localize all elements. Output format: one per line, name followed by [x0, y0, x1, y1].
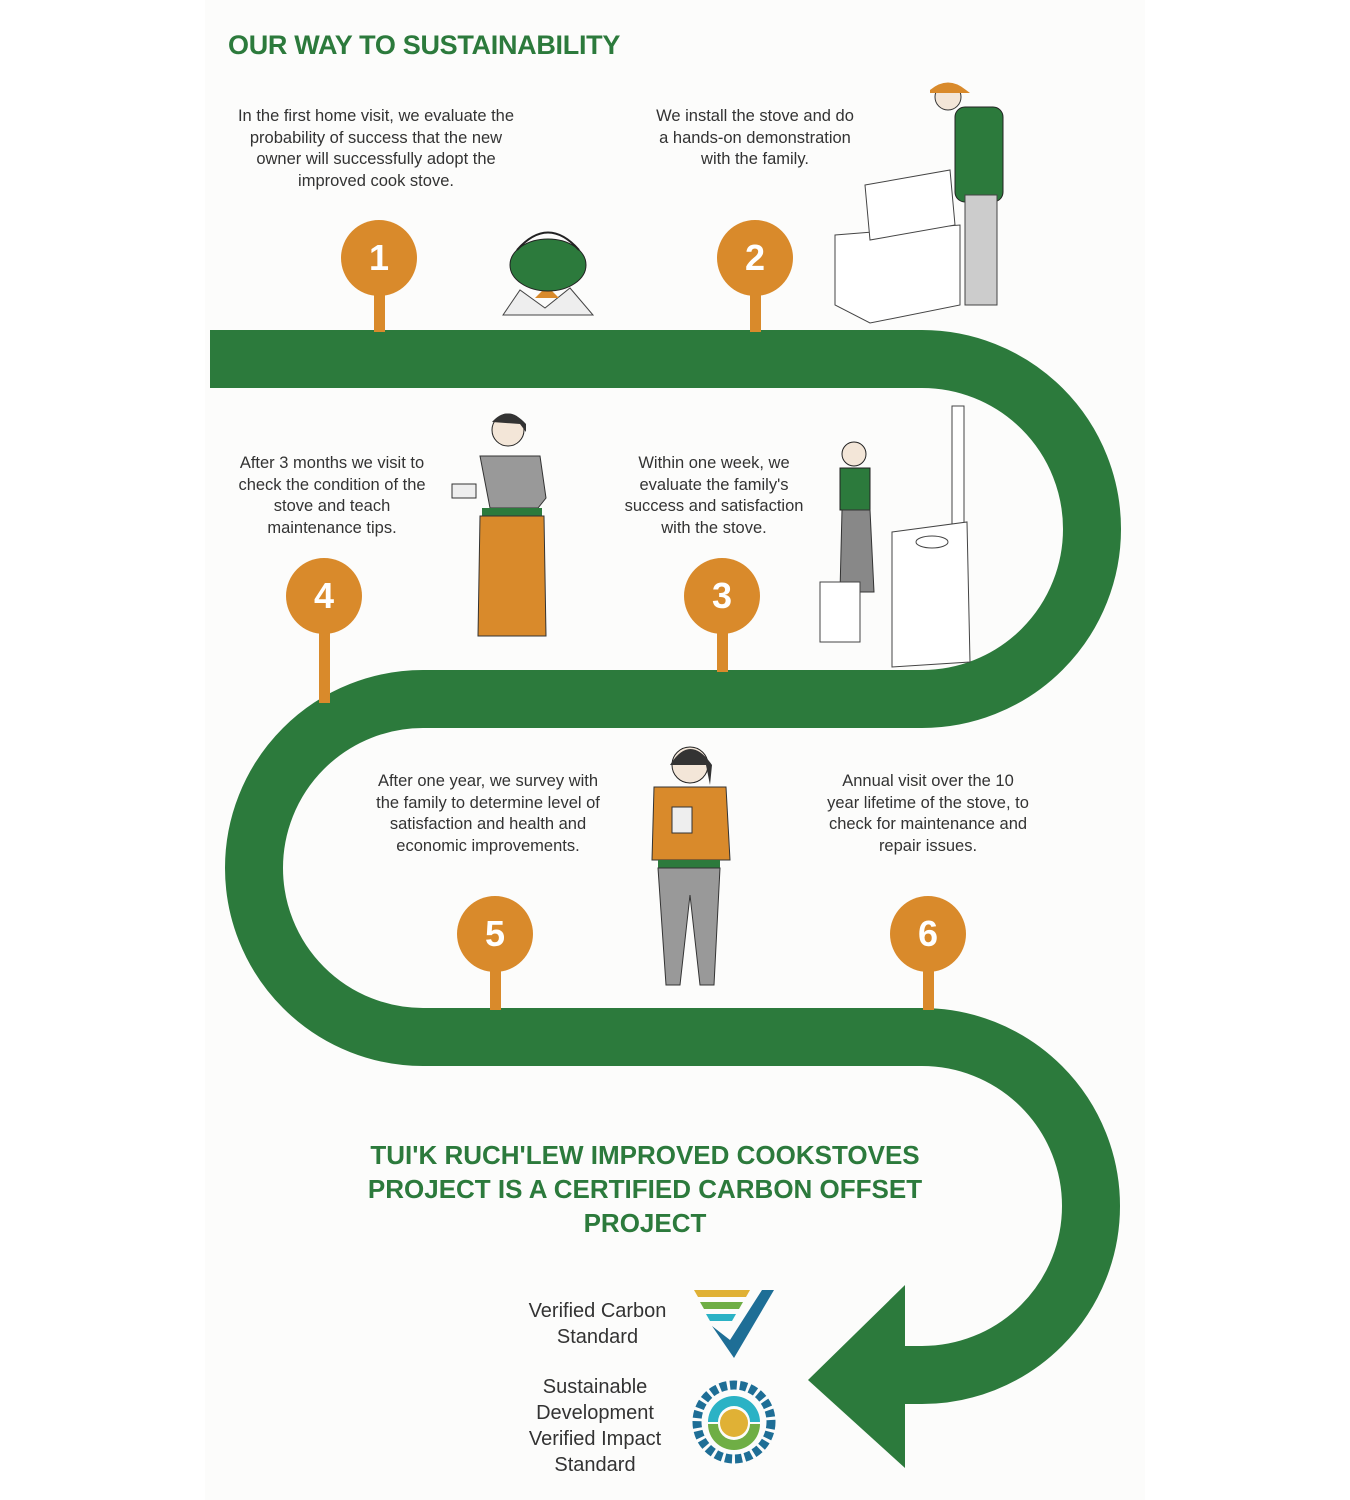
road-arrowhead — [808, 1285, 905, 1468]
step-2-badge: 2 — [717, 220, 793, 296]
page-title: OUR WAY TO SUSTAINABILITY — [228, 30, 621, 60]
step-1-stem — [374, 290, 385, 332]
step-1-badge: 1 — [341, 220, 417, 296]
step-3-text: Within one week, we evaluate the family'… — [624, 454, 804, 537]
step-4-text: After 3 months we visit to check the con… — [238, 454, 426, 537]
step-3-stem — [717, 628, 728, 672]
step-4-stem — [319, 628, 330, 703]
step-5-badge: 5 — [457, 896, 533, 972]
step-6-badge: 6 — [890, 896, 966, 972]
surveyor-woman-illustration — [651, 746, 731, 986]
sd-vista-label: Sustainable Development Verified Impact … — [528, 1376, 662, 1476]
step-6-text: Annual visit over the 10 year lifetime o… — [827, 772, 1029, 855]
road-path — [210, 330, 1121, 1404]
sd-vista-sun-logo-icon — [692, 1380, 776, 1464]
stove-installer-illustration — [834, 82, 1004, 324]
step-2-text: We install the stove and do a hands-on d… — [656, 107, 854, 168]
step-2-stem — [750, 290, 761, 332]
step-6-stem — [923, 965, 934, 1010]
woman-with-tablet-illustration — [451, 413, 547, 637]
step-5-stem — [490, 965, 501, 1010]
woman-with-stove-illustration — [819, 405, 971, 668]
step-3-badge: 3 — [684, 558, 760, 634]
step-4-badge: 4 — [286, 558, 362, 634]
vcs-label: Verified Carbon Standard — [528, 1300, 667, 1348]
vcs-check-logo-icon — [694, 1290, 774, 1358]
step-1-text: In the first home visit, we evaluate the… — [237, 107, 515, 190]
certification-statement: TUI'K RUCH'LEW IMPROVED COOKSTOVES PROJE… — [367, 1140, 923, 1238]
step-5-text: After one year, we survey with the famil… — [376, 772, 600, 855]
cooking-pot-illustration — [502, 231, 595, 316]
